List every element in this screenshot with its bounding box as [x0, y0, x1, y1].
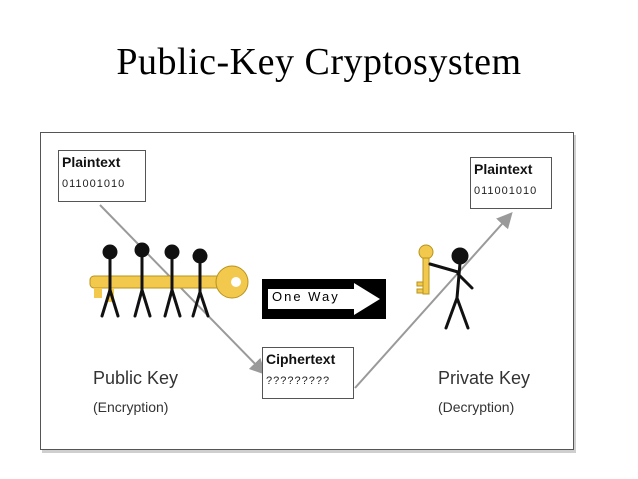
decryption-label: (Decryption) — [438, 399, 515, 415]
plaintext-box-right: Plaintext 011001010 — [470, 157, 552, 209]
figure-icon — [100, 242, 210, 318]
ciphertext-bits: ????????? — [266, 375, 331, 387]
ciphertext-heading: Ciphertext — [266, 351, 336, 367]
plaintext-box-left: Plaintext 011001010 — [58, 150, 146, 202]
one-way-sign — [262, 279, 386, 319]
private-key-label: Private Key — [438, 368, 531, 388]
plaintext-bits: 011001010 — [62, 178, 126, 190]
figure-icon — [428, 247, 474, 330]
small-key-icon — [416, 244, 434, 295]
plaintext-heading: Plaintext — [62, 154, 121, 170]
plaintext-heading: Plaintext — [474, 161, 533, 177]
private-key-caption: Private Key (Decryption) — [438, 368, 530, 415]
ciphertext-box: Ciphertext ????????? — [262, 347, 354, 399]
one-way-label: One Way — [272, 289, 340, 304]
public-key-caption: Public Key (Encryption) — [93, 368, 178, 415]
plaintext-bits: 011001010 — [474, 185, 538, 197]
public-key-label: Public Key — [93, 368, 179, 388]
arrow-cipher-to-plaintext — [354, 212, 513, 389]
key-icon — [89, 265, 249, 302]
encryption-label: (Encryption) — [93, 399, 169, 415]
private-key-holder-illustration — [416, 244, 474, 330]
public-key-group-illustration — [89, 242, 249, 318]
slide-title: Public-Key Cryptosystem — [116, 41, 522, 83]
